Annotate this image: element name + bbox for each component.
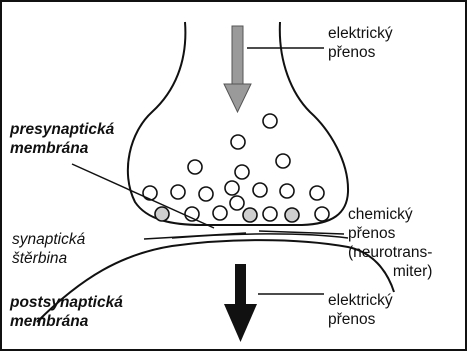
label-line: přenos — [348, 224, 432, 243]
leader-synaptic-cleft — [144, 233, 246, 239]
label-postsynaptic-membrane: postsynaptická membrána — [10, 293, 123, 331]
vesicle — [253, 183, 267, 197]
label-electric-transmission-top: elektrický přenos — [328, 24, 393, 62]
label-line: membrána — [10, 139, 114, 158]
label-line: přenos — [328, 43, 393, 62]
vesicle — [143, 186, 157, 200]
label-presynaptic-membrane: presynaptická membrána — [10, 120, 114, 158]
vesicle — [276, 154, 290, 168]
vesicle — [230, 196, 244, 210]
label-line: přenos — [328, 310, 393, 329]
vesicle — [199, 187, 213, 201]
vesicle — [171, 185, 185, 199]
label-line: membrána — [10, 312, 123, 331]
vesicle — [188, 160, 202, 174]
label-chemical-transmission: chemický přenos (neurotrans- miter) — [348, 205, 432, 281]
vesicle — [263, 207, 277, 221]
label-electric-transmission-bottom: elektrický přenos — [328, 291, 393, 329]
label-line: chemický — [348, 205, 432, 224]
vesicle — [280, 184, 294, 198]
vesicle — [235, 165, 249, 179]
vesicle — [285, 208, 299, 222]
leader-lines — [72, 48, 344, 294]
label-line: presynaptická — [10, 120, 114, 139]
vesicle — [225, 181, 239, 195]
vesicle — [310, 186, 324, 200]
electric-transmission-arrow-top — [224, 26, 251, 112]
vesicle — [213, 206, 227, 220]
label-line: elektrický — [328, 24, 393, 43]
label-synaptic-cleft: synaptická štěrbina — [12, 230, 85, 268]
label-line: elektrický — [328, 291, 393, 310]
vesicle — [155, 207, 169, 221]
label-line: štěrbina — [12, 249, 85, 268]
vesicle — [243, 208, 257, 222]
electric-transmission-arrow-bottom — [224, 264, 257, 342]
label-line: synaptická — [12, 230, 85, 249]
vesicles — [143, 114, 329, 222]
vesicle — [315, 207, 329, 221]
label-line: miter) — [348, 262, 432, 281]
vesicle — [263, 114, 277, 128]
label-line: (neurotrans- — [348, 243, 432, 262]
label-line: postsynaptická — [10, 293, 123, 312]
vesicle — [231, 135, 245, 149]
